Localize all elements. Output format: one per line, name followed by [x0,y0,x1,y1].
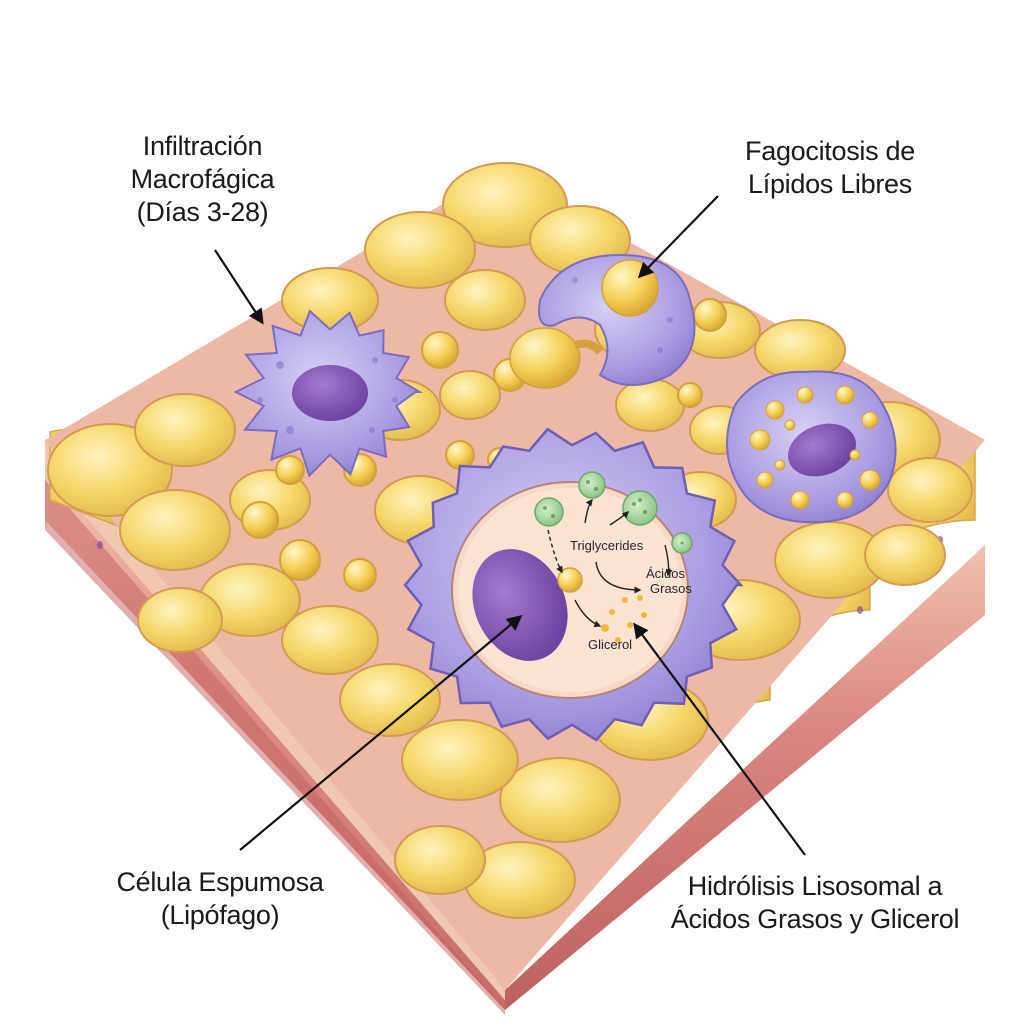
label-triglycerides: Triglycerides [570,538,644,553]
arrow-hydrolysis [633,622,806,856]
adipocyte [119,489,231,571]
label-glycerol: Glicerol [588,637,633,652]
label-foam-cell-line1: Célula Espumosa [116,867,324,897]
adipocyte [339,663,441,737]
adipocyte [615,378,685,432]
label-hydrolysis: Hidrólisis Lisosomal a Ácidos Grasos y G… [620,870,1010,936]
arrow-phagocytosis [637,195,719,279]
label-foam-cell-line2: (Lipófago) [160,900,280,930]
adipocyte [281,267,379,333]
macrophage-lipid-laden [726,370,897,524]
free-lipid-droplet [275,455,305,485]
adipocyte [134,393,236,467]
free-lipid-droplet [279,539,321,581]
free-lipid-droplet [241,501,279,539]
adipocyte [499,757,621,843]
adipocyte [364,211,476,289]
adipocyte [401,719,519,801]
adipocyte [137,587,223,653]
label-phagocytosis-line2: Lípidos Libres [748,169,912,199]
free-lipid-droplet [421,331,459,369]
label-hydrolysis-line1: Hidrólisis Lisosomal a [687,871,943,901]
macrophage-infiltrating [233,309,424,478]
arrow-foam-cell [239,615,523,851]
free-lipid-droplet [343,558,377,592]
callout-arrows [214,195,806,856]
arrow-infiltration [214,249,264,325]
adipocyte [281,605,379,675]
adipocyte [439,370,501,420]
label-hydrolysis-line2: Ácidos Grasos y Glicerol [670,904,960,934]
label-infiltration-line2: Macrofágica [130,164,275,194]
adipocyte [444,269,526,331]
adipocyte [887,457,973,523]
adipocyte [864,524,946,586]
label-fatty-acids-line2: Grasos [650,581,692,596]
label-phagocytosis: Fagocitosis de Lípidos Libres [705,135,955,201]
label-infiltration: Infiltración Macrofágica (Días 3-28) [95,130,310,229]
free-lipid-droplet [677,382,703,408]
label-phagocytosis-line1: Fagocitosis de [745,136,915,166]
free-lipid-droplet [693,298,727,332]
label-foam-cell: Célula Espumosa (Lipófago) [85,866,355,932]
label-fatty-acids-line1: Ácidos [646,566,686,581]
label-infiltration-line3: (Días 3-28) [136,197,269,227]
label-infiltration-line1: Infiltración [142,131,263,161]
foam-cell [403,427,744,742]
lysosomes [534,471,693,554]
adipocyte [394,825,486,895]
